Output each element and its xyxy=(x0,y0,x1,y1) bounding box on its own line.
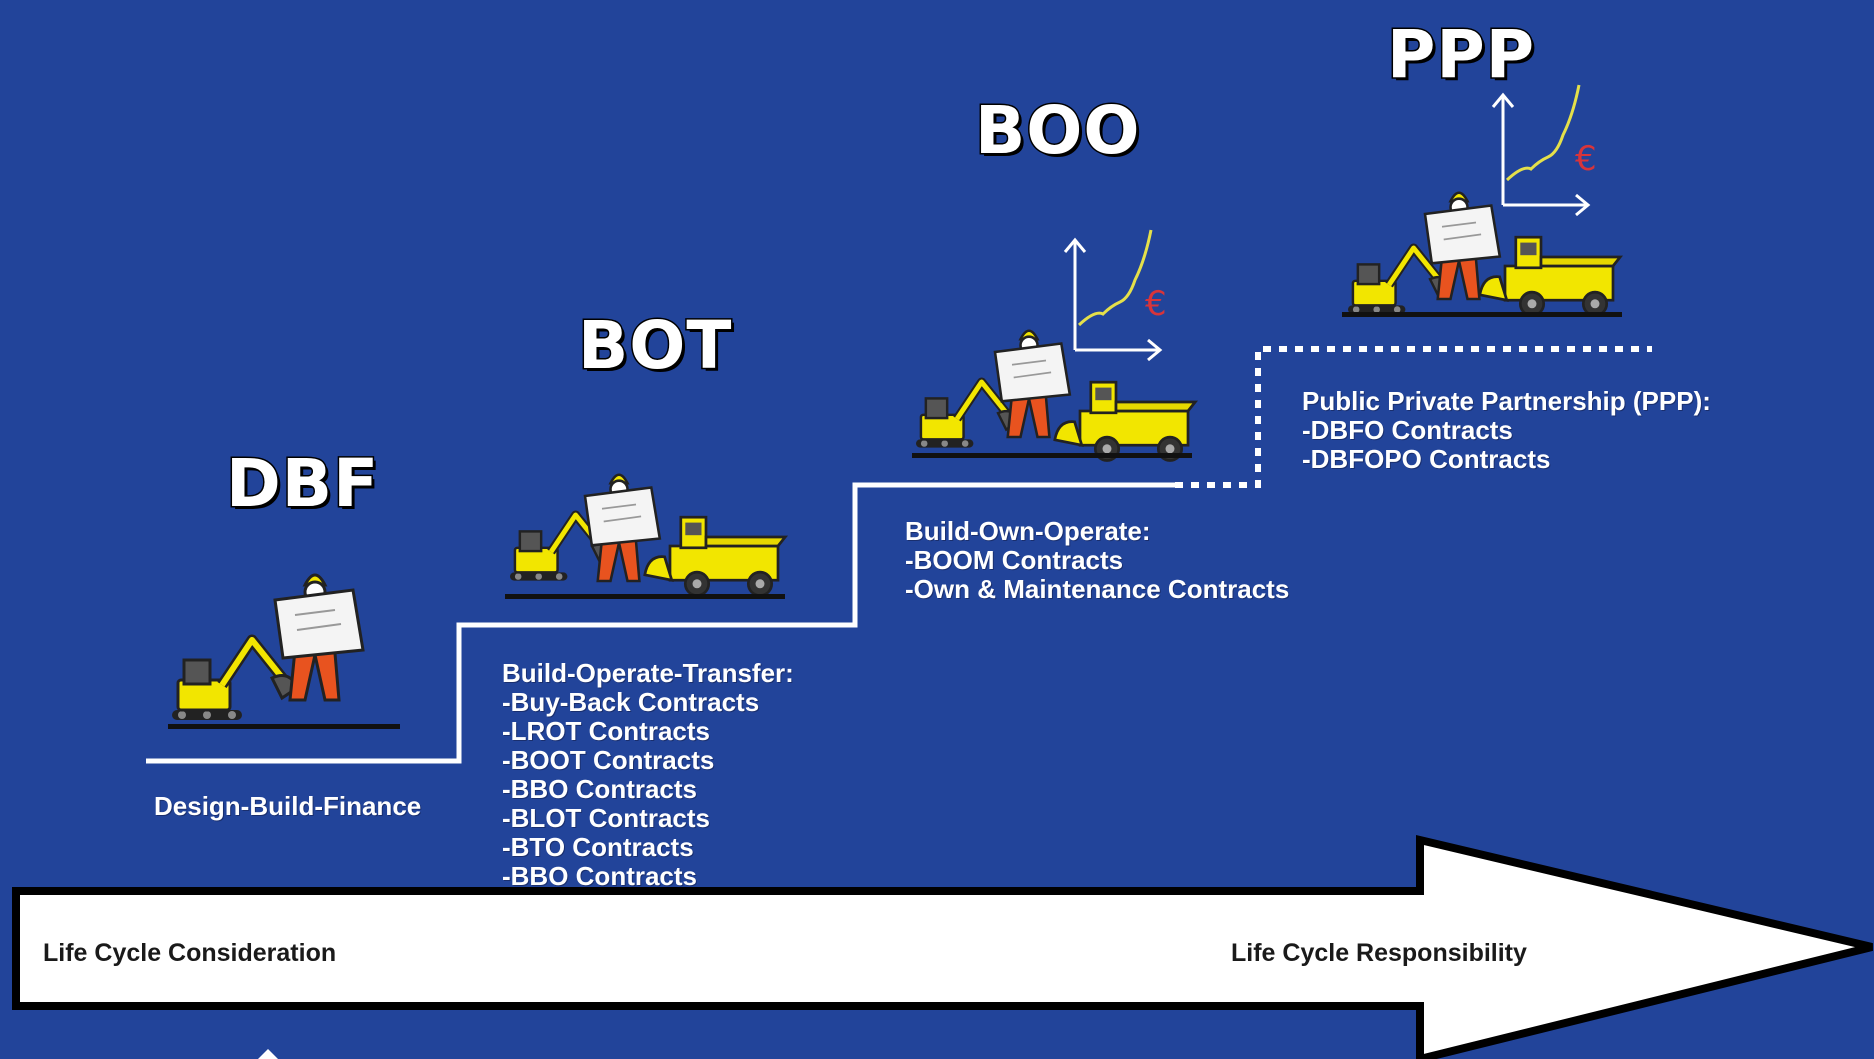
description-line: -BOOT Contracts xyxy=(502,745,715,775)
description-line: -BOOM Contracts xyxy=(905,545,1124,575)
description-line: -BBO Contracts xyxy=(502,861,698,891)
stage-title-ppp: PPP xyxy=(1385,16,1536,93)
ground-line xyxy=(505,594,785,599)
description-line: Design-Build-Finance xyxy=(154,791,422,821)
dump-truck-icon xyxy=(1478,235,1622,317)
dump-truck-icon xyxy=(1053,380,1197,462)
ground-line xyxy=(1342,312,1622,317)
dump-truck-icon xyxy=(643,515,787,597)
arrow-left-label: Life Cycle Consideration xyxy=(43,939,337,967)
stage-description-boo: Build-Own-Operate: -BOOM Contracts -Own … xyxy=(905,517,1289,604)
lifecycle-arrow xyxy=(12,834,1873,1059)
description-line: -BTO Contracts xyxy=(502,832,694,862)
currency-symbol-icon: € xyxy=(1145,284,1167,324)
ground-line xyxy=(912,453,1192,458)
growth-chart-icon xyxy=(1491,83,1590,217)
ppp-illustration: € xyxy=(1342,83,1622,317)
description-line: -BLOT Contracts xyxy=(502,803,710,833)
arrow-right-label: Life Cycle Responsibility xyxy=(1231,939,1527,967)
small-up-arrow-icon xyxy=(258,1049,278,1059)
description-line: -LROT Contracts xyxy=(502,716,710,746)
stage-title-boo: BOO xyxy=(974,92,1142,169)
bot-illustration xyxy=(505,473,787,599)
stage-title-dbf: DBF xyxy=(224,445,380,522)
staircase-dotted-line xyxy=(1175,346,1652,488)
ground-line xyxy=(168,724,400,729)
description-line: -BBO Contracts xyxy=(502,774,698,804)
stage-title-bot: BOT xyxy=(576,307,733,384)
stage-description-dbf: Design-Build-Finance xyxy=(154,792,421,821)
dbf-illustration xyxy=(168,573,400,729)
description-line: -DBFOPO Contracts xyxy=(1302,444,1551,474)
description-line: -Buy-Back Contracts xyxy=(502,687,760,717)
staircase-line xyxy=(146,482,1175,764)
excavator-icon xyxy=(172,640,297,720)
stage-description-ppp: Public Private Partnership (PPP): -DBFO … xyxy=(1302,387,1711,474)
description-line: Build-Operate-Transfer: xyxy=(502,658,794,688)
description-line: -Own & Maintenance Contracts xyxy=(905,574,1290,604)
description-line: Build-Own-Operate: xyxy=(905,516,1151,546)
description-line: Public Private Partnership (PPP): xyxy=(1302,386,1711,416)
description-line: -DBFO Contracts xyxy=(1302,415,1513,445)
currency-symbol-icon: € xyxy=(1575,139,1597,179)
boo-illustration: € xyxy=(912,228,1197,462)
stage-description-bot: Build-Operate-Transfer: -Buy-Back Contra… xyxy=(502,659,794,891)
